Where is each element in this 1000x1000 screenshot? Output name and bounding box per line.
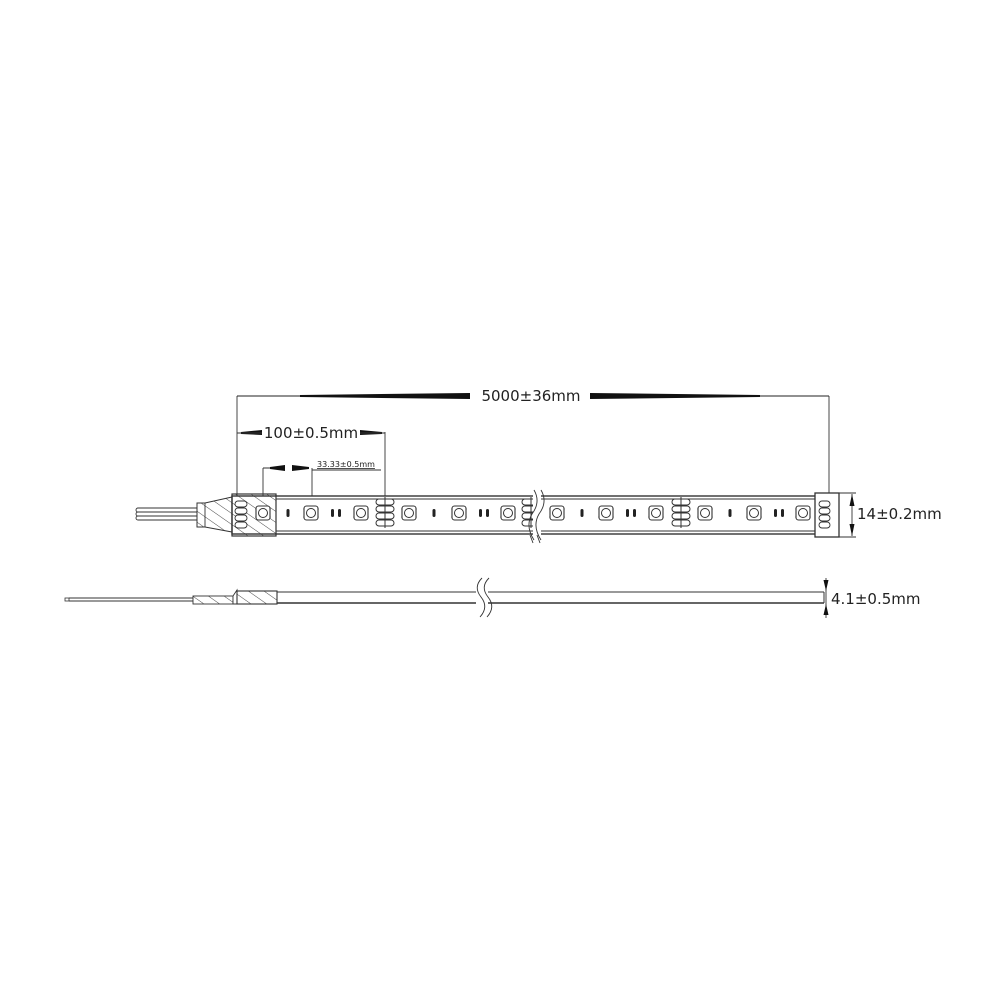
led-pitch-dimension: 33.33±0.5mm [262, 460, 381, 512]
side-view: 4.1±0.5mm [64, 577, 921, 618]
break-symbol-side [476, 577, 493, 618]
led-pitch-label: 33.33±0.5mm [317, 460, 375, 469]
left-end-cap [231, 493, 277, 537]
side-lead-wire [64, 597, 193, 602]
width-dimension: 14±0.2mm [839, 492, 942, 538]
heat-shrink-sleeve [196, 496, 233, 533]
cut-interval-dimension: 100±0.5mm [237, 424, 386, 522]
side-sleeve-thin [192, 588, 238, 605]
thickness-dimension: 4.1±0.5mm [823, 578, 921, 618]
side-strip-profile [277, 591, 825, 604]
thickness-label: 4.1±0.5mm [831, 590, 921, 608]
right-end-cap [814, 492, 840, 538]
lead-wires [135, 507, 197, 521]
width-label: 14±0.2mm [857, 505, 942, 523]
cut-interval-label: 100±0.5mm [264, 424, 358, 442]
total-length-dimension: 5000±36mm [236, 387, 830, 497]
side-sleeve-thick [236, 590, 278, 605]
break-symbol-top [521, 489, 545, 544]
top-view: 5000±36mm 100±0.5mm 33.33±0.5mm [135, 387, 942, 544]
total-length-label: 5000±36mm [481, 387, 580, 405]
